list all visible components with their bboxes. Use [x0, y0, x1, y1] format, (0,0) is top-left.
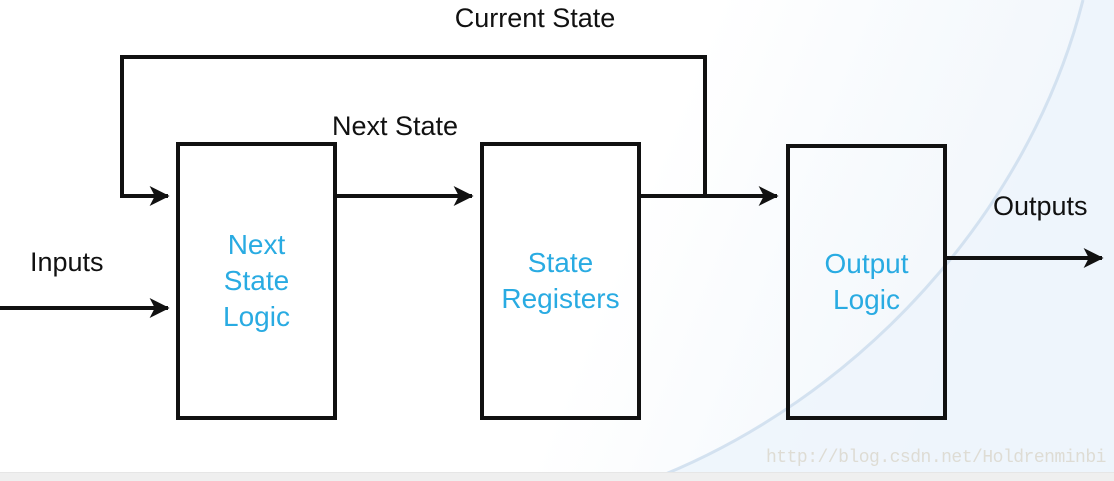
block-state-registers: State Registers	[480, 142, 641, 420]
label-current-state: Current State	[454, 3, 616, 33]
block-state-registers-label: State Registers	[501, 247, 620, 314]
label-inputs: Inputs	[30, 247, 104, 277]
block-output-logic-label: Output Logic	[824, 248, 909, 315]
block-next-state-logic-label: Next State Logic	[223, 229, 290, 332]
label-next-state: Next State	[332, 111, 459, 141]
block-output-logic: Output Logic	[786, 144, 947, 420]
bottom-divider	[0, 472, 1114, 481]
background-swoosh-fill	[648, 0, 1114, 481]
block-next-state-logic: Next State Logic	[176, 142, 337, 420]
feedback-loop-line	[120, 55, 707, 206]
background-swoosh-curve	[647, 0, 1085, 481]
watermark-url: http://blog.csdn.net/Holdrenminbi	[766, 448, 1106, 468]
label-outputs: Outputs	[993, 191, 1088, 221]
